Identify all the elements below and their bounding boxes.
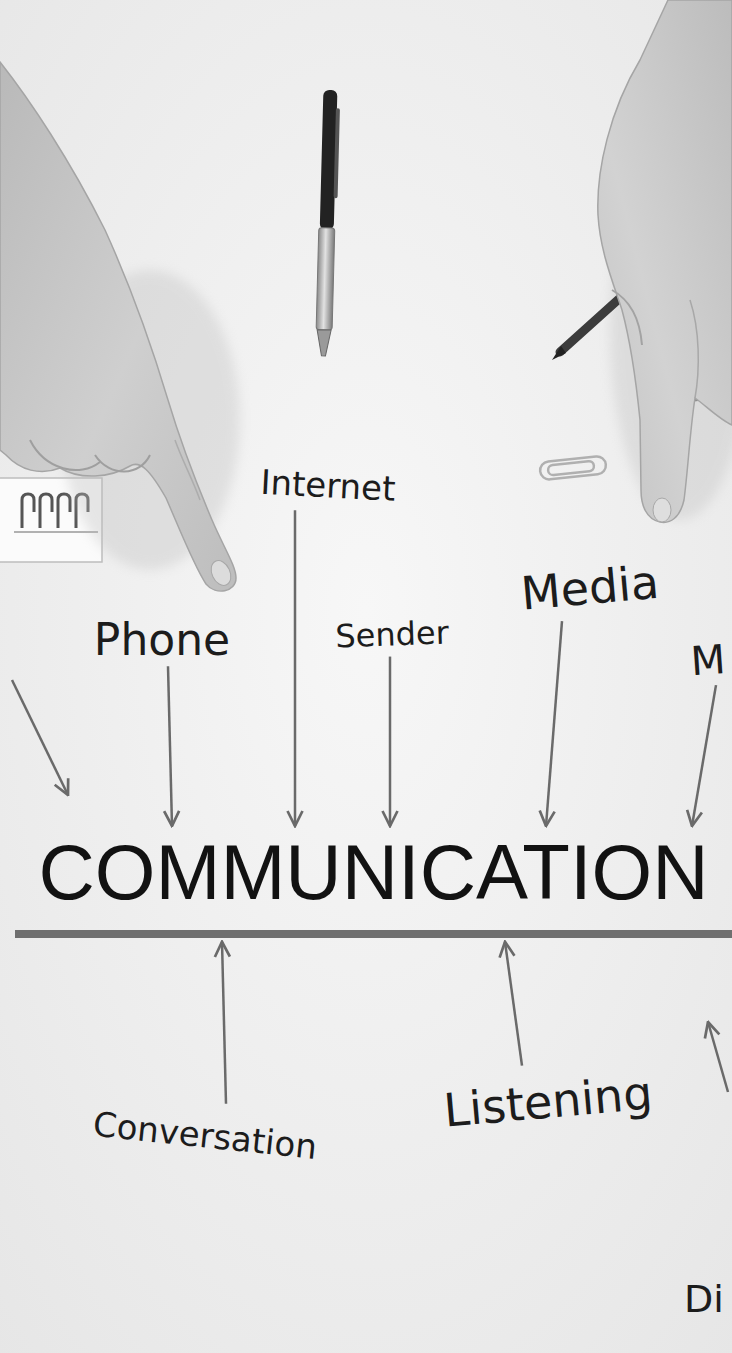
arrow-connector (389, 657, 392, 826)
term-text: M (689, 637, 727, 683)
term-text: Di (684, 1279, 724, 1321)
term-word: Conversation (91, 1106, 318, 1167)
pen-clip (334, 108, 340, 198)
term-text: Sender (335, 615, 450, 654)
term-word: Sender (335, 615, 450, 654)
term-word: Di (684, 1279, 724, 1321)
finger-crease (690, 300, 698, 398)
term-word: Internet (260, 464, 397, 508)
right-hand (598, 0, 732, 522)
pen-grip (316, 228, 335, 330)
finger-crease (95, 455, 150, 472)
term-word: Phone (94, 616, 230, 664)
term-word: Listening (442, 1068, 655, 1137)
pen-tip (316, 330, 331, 356)
term-text: Conversation (91, 1106, 318, 1167)
arrow-connector (546, 621, 562, 826)
arrow-connector (294, 510, 297, 826)
term-text: Media (519, 557, 661, 619)
term-word: M (689, 637, 727, 683)
pencil-tip (552, 346, 566, 360)
finger-crease (175, 440, 200, 500)
pen (315, 90, 340, 356)
arrow-connector (505, 942, 522, 1066)
hand-shape (598, 0, 732, 522)
arrow-line (12, 680, 68, 795)
arrow-connector (692, 685, 716, 826)
finger-crease (612, 290, 642, 345)
arrow-connector (168, 666, 172, 826)
term-text: Internet (260, 464, 397, 508)
notebook-edge (14, 531, 98, 533)
left-hand (0, 62, 236, 591)
fingernail (653, 498, 671, 522)
fingernail (207, 557, 234, 588)
paperclip (539, 455, 607, 480)
arrow-connector (222, 942, 226, 1104)
term-word: Media (519, 557, 661, 619)
term-text: Listening (442, 1068, 655, 1137)
arrow-line (708, 1022, 728, 1092)
term-text: COMMUNICATION (15, 830, 732, 916)
central-term: COMMUNICATION (15, 830, 732, 938)
finger-crease (30, 440, 100, 470)
term-text: Phone (94, 616, 230, 664)
hand-shape (0, 62, 236, 591)
